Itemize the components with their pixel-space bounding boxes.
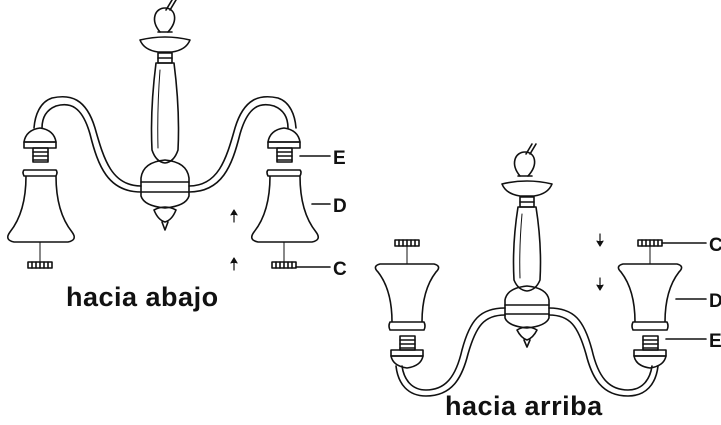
chandelier-shades-down: E D C (6, 0, 347, 280)
label-c: C (333, 259, 347, 280)
central-body (504, 285, 550, 329)
caption-hacia-abajo: hacia abajo (66, 282, 219, 312)
left-socket (23, 127, 57, 163)
arrow-down-icon (596, 233, 604, 247)
left-ring (27, 261, 53, 269)
hanging-hook (513, 143, 537, 177)
left-arm (401, 307, 506, 391)
hanging-hook (153, 0, 177, 33)
label-d: D (709, 291, 721, 312)
arrow-up-icon (230, 257, 238, 271)
bottom-finial (153, 206, 177, 223)
label-e: E (709, 331, 721, 352)
left-shade (6, 169, 76, 243)
left-shade (374, 263, 440, 331)
right-ring (271, 261, 297, 269)
left-arm (33, 95, 142, 187)
central-column (150, 62, 180, 164)
arrow-up-icon (230, 209, 238, 223)
right-ring (637, 239, 663, 247)
label-d: D (333, 196, 347, 217)
ceiling-cup (501, 180, 553, 197)
bottom-finial (516, 326, 538, 341)
central-column (512, 206, 542, 292)
right-shade (250, 169, 320, 243)
right-shade (617, 263, 683, 331)
left-ring (394, 239, 420, 247)
right-arm (188, 95, 297, 187)
left-socket (390, 335, 424, 369)
right-socket (633, 335, 667, 369)
right-arm (548, 307, 653, 391)
chandelier-shades-up: C D E (374, 143, 721, 397)
label-e: E (333, 148, 346, 169)
ceiling-cup (139, 36, 191, 53)
caption-hacia-arriba: hacia arriba (445, 391, 603, 421)
right-socket (267, 127, 301, 163)
label-c: C (709, 235, 721, 256)
central-body (140, 159, 190, 209)
arrow-down-icon (596, 277, 604, 291)
